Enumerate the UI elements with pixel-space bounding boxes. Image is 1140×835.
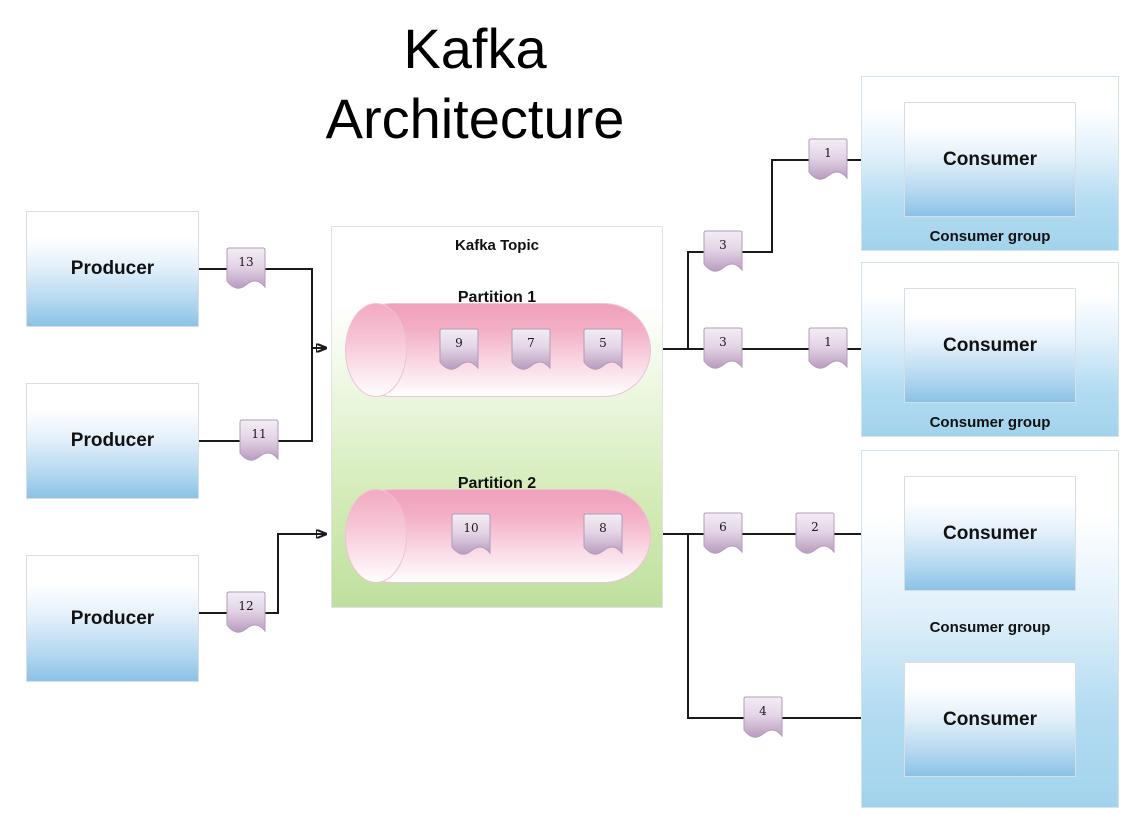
consumer-label: Consumer (943, 148, 1037, 170)
message-tag-partition2-1[interactable]: 8 (582, 513, 624, 557)
consumer-group-2: Consumer Consumer group (861, 262, 1119, 437)
kafka-topic-title: Kafka Topic (455, 237, 539, 254)
message-tag-broker-fanout-p1[interactable]: 3 (702, 230, 744, 274)
message-tag-producer-2[interactable]: 11 (238, 419, 280, 463)
consumer-label: Consumer (943, 522, 1037, 544)
message-tag-value: 2 (811, 520, 819, 534)
message-tag-partition1-2[interactable]: 5 (582, 328, 624, 372)
consumer-label: Consumer (943, 708, 1037, 730)
message-tag-producer-3[interactable]: 12 (225, 591, 267, 635)
message-tag-value: 6 (719, 520, 727, 534)
message-tag-consumer-group1[interactable]: 1 (807, 138, 849, 182)
message-tag-value: 5 (599, 336, 607, 350)
message-tag-value: 10 (463, 521, 479, 535)
consumer-box[interactable]: Consumer (904, 102, 1076, 217)
cylinder-cap (345, 303, 407, 397)
partition-1-title: Partition 1 (457, 289, 537, 306)
message-tag-value: 12 (238, 599, 254, 613)
message-tag-broker-direct-p1[interactable]: 3 (702, 327, 744, 371)
message-tag-producer-1[interactable]: 13 (225, 247, 267, 291)
message-tag-partition1-1[interactable]: 7 (510, 328, 552, 372)
consumer-label: Consumer (943, 334, 1037, 356)
message-tag-value: 7 (527, 336, 535, 350)
producer-box-2[interactable]: Producer (26, 383, 199, 499)
partition-2-title: Partition 2 (457, 475, 537, 492)
message-tag-broker-fanout-p2[interactable]: 6 (702, 512, 744, 556)
message-tag-value: 8 (599, 521, 607, 535)
message-tag-value: 4 (759, 704, 767, 718)
consumer-group-3: Consumer Consumer group Consumer (861, 450, 1119, 808)
message-tag-value: 13 (238, 255, 254, 269)
consumer-group-1: Consumer Consumer group (861, 76, 1119, 251)
producer-box-3[interactable]: Producer (26, 555, 199, 682)
message-tag-partition2-0[interactable]: 10 (450, 513, 492, 557)
message-tag-value: 9 (455, 336, 463, 350)
message-tag-consumer-group3-top[interactable]: 2 (794, 512, 836, 556)
message-tag-value: 3 (719, 335, 727, 349)
consumer-group-label: Consumer group (929, 619, 1051, 636)
producer-label: Producer (70, 607, 155, 629)
consumer-group-label: Consumer group (929, 414, 1051, 431)
consumer-box[interactable]: Consumer (904, 476, 1076, 591)
page-title: Kafka Architecture (325, 17, 625, 150)
producer-box-1[interactable]: Producer (26, 211, 199, 327)
message-tag-value: 1 (824, 146, 832, 160)
message-tag-value: 11 (251, 427, 267, 441)
consumer-box[interactable]: Consumer (904, 662, 1076, 777)
producer-label: Producer (70, 430, 155, 451)
message-tag-value: 3 (719, 238, 727, 252)
message-tag-value: 1 (824, 335, 832, 349)
consumer-box[interactable]: Consumer (904, 288, 1076, 403)
cylinder-cap (345, 489, 407, 583)
consumer-group-label: Consumer group (929, 228, 1051, 245)
producer-label: Producer (70, 258, 155, 279)
message-tag-partition1-0[interactable]: 9 (438, 328, 480, 372)
message-tag-consumer-group3-bottom[interactable]: 4 (742, 696, 784, 740)
message-tag-consumer-group2[interactable]: 1 (807, 327, 849, 371)
